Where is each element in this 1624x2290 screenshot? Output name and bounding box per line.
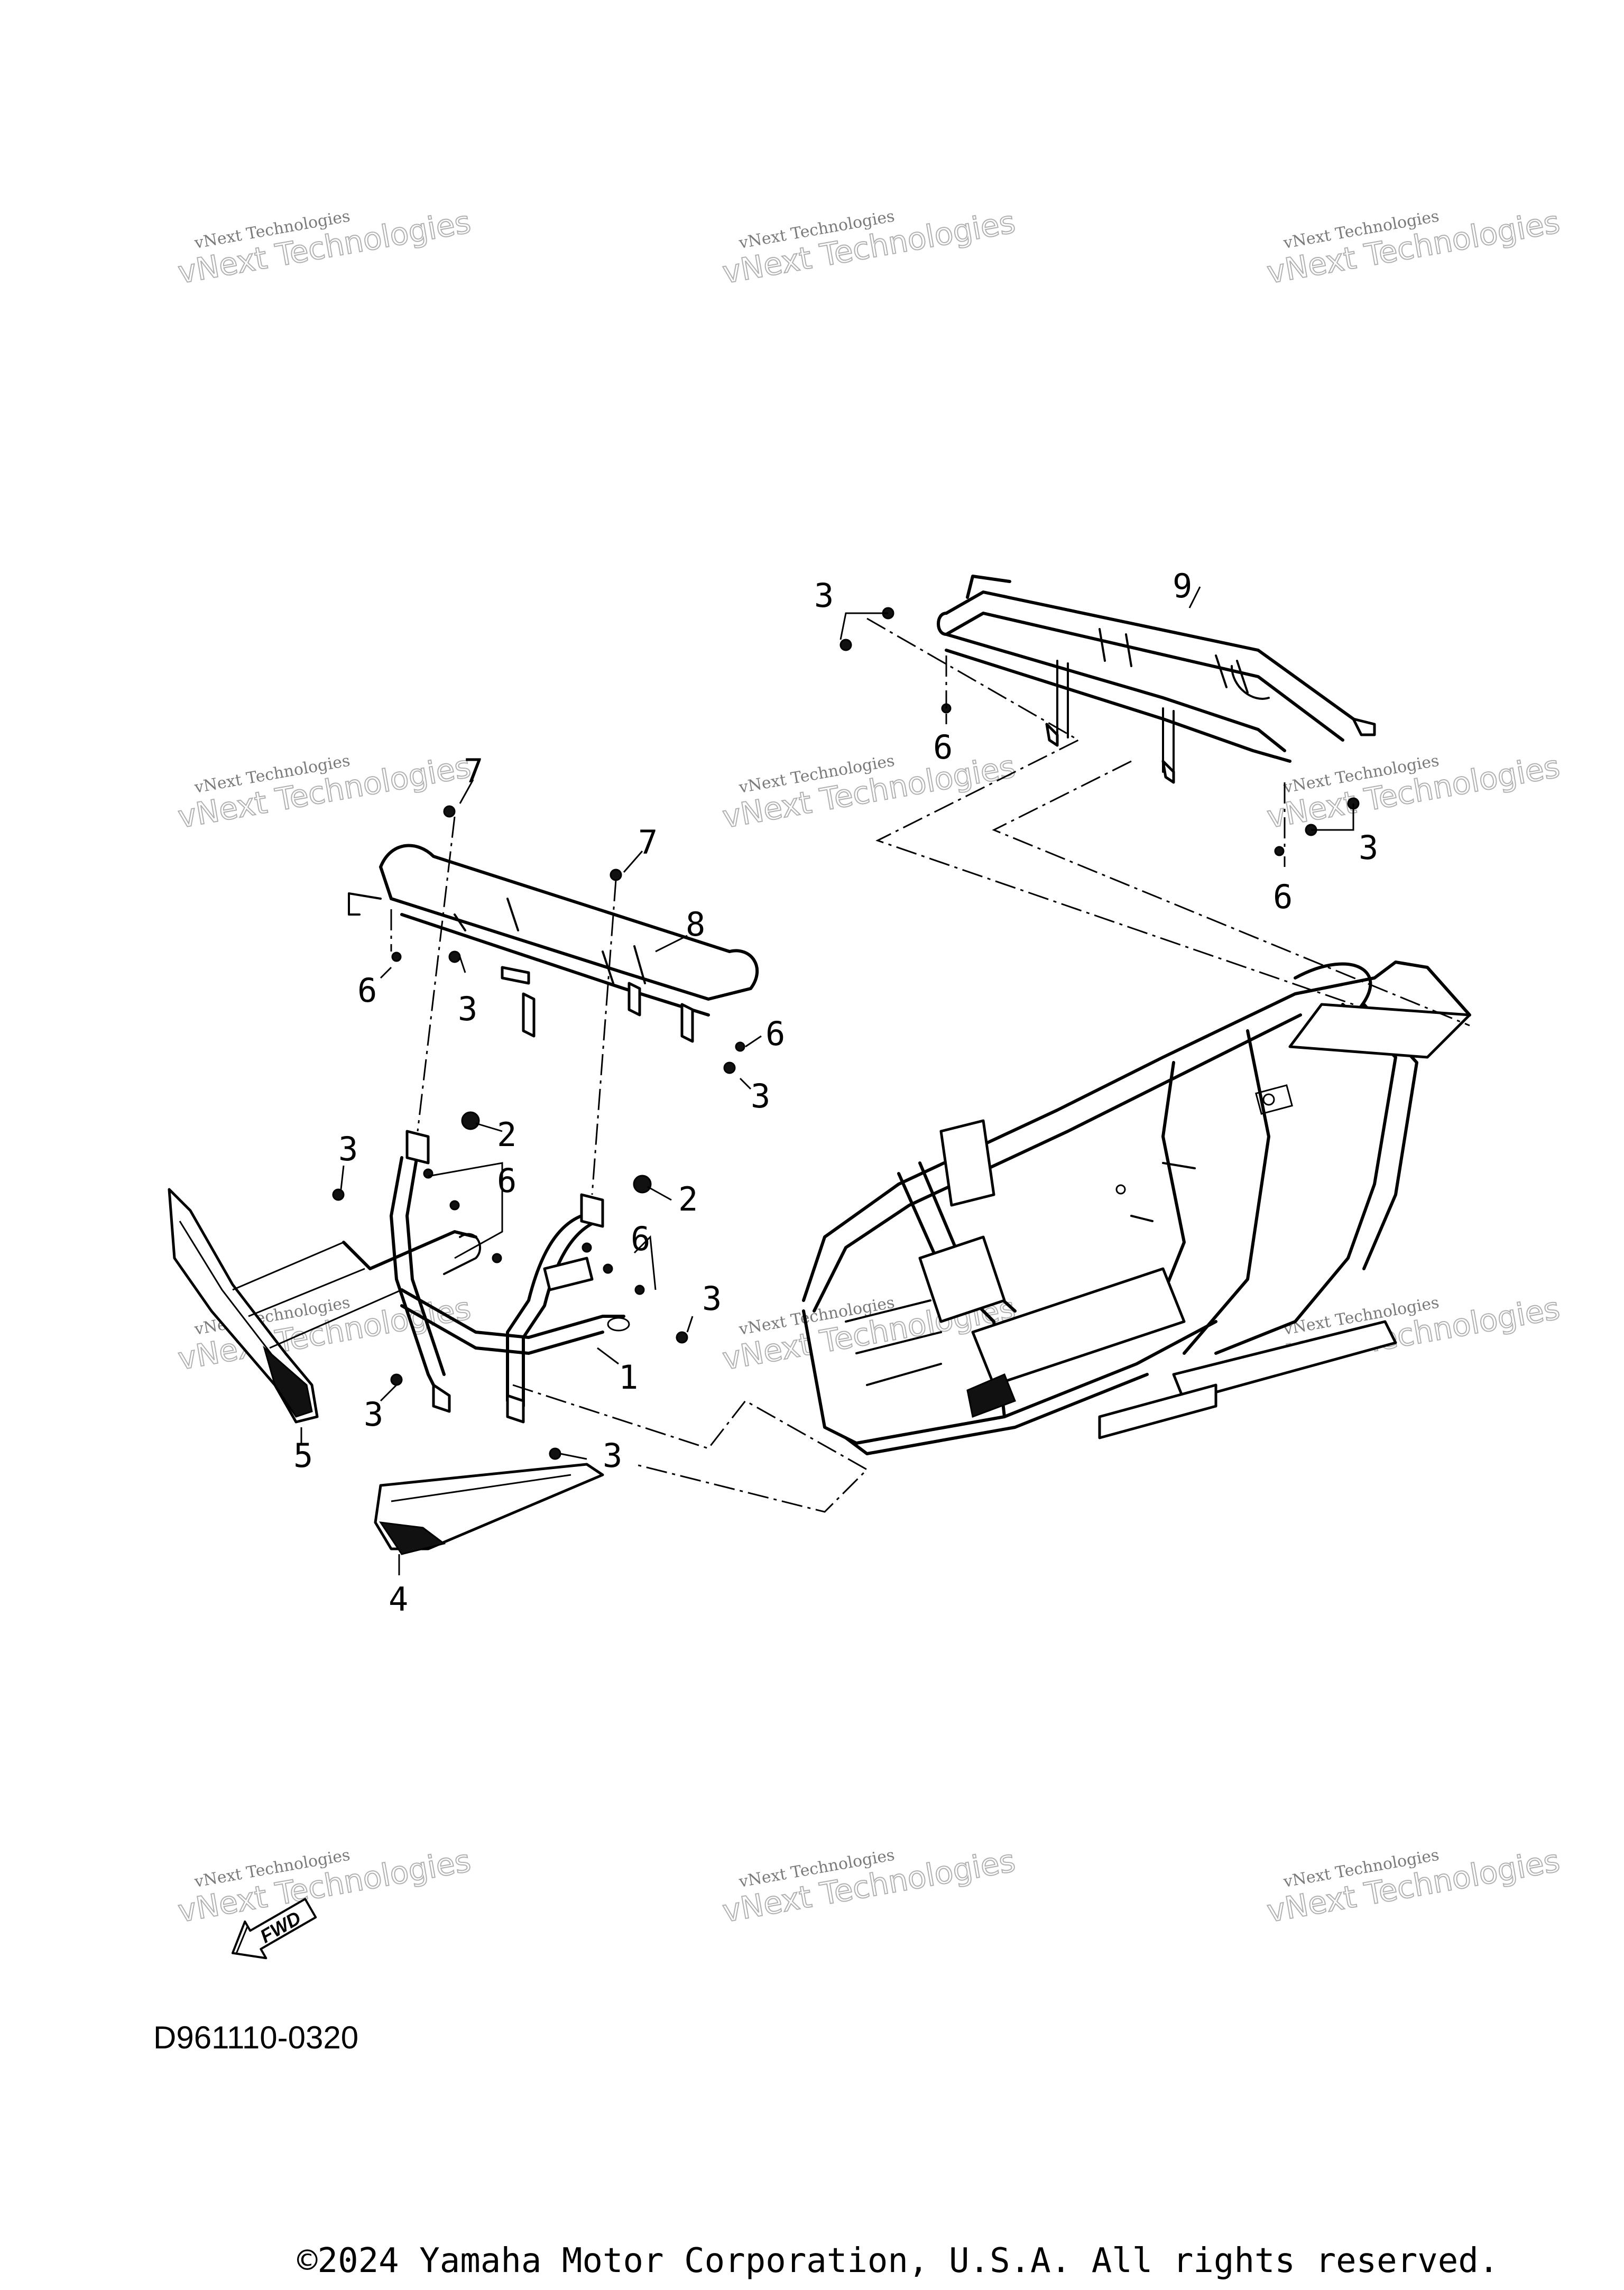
callout-6: 6 (631, 1220, 650, 1258)
callout-2: 2 (497, 1115, 516, 1154)
callout-3: 3 (458, 990, 477, 1028)
callout-7: 7 (638, 823, 658, 862)
front-cover-part-4 (374, 1463, 604, 1555)
callout-3: 3 (702, 1279, 722, 1318)
callout-3: 3 (1359, 828, 1378, 867)
diagram-code: D961110-0320 (153, 2020, 359, 2055)
assembly-lines (232, 617, 1470, 1513)
callout-9: 9 (1173, 567, 1192, 605)
fasteners (332, 607, 1360, 1460)
callout-3: 3 (751, 1077, 770, 1115)
callout-4: 4 (389, 1580, 408, 1619)
callout-3: 3 (603, 1436, 622, 1475)
front-guard-part-1 (342, 1130, 630, 1424)
callout-6: 6 (497, 1161, 516, 1200)
callout-3: 3 (814, 576, 834, 615)
callout-5: 5 (293, 1436, 313, 1475)
callout-8: 8 (686, 905, 705, 944)
callout-labels: 3 9 6 3 6 7 7 8 6 3 6 3 3 2 6 2 6 3 1 3 … (293, 567, 1378, 1619)
callout-2: 2 (678, 1180, 698, 1218)
callout-6: 6 (357, 971, 377, 1010)
callout-7: 7 (464, 752, 483, 790)
callout-3: 3 (338, 1130, 358, 1168)
rear-carrier-part-9 (937, 575, 1376, 784)
callout-6: 6 (933, 728, 953, 767)
watermark-grid: vNext Technologies vNext Technologies vN… (175, 204, 1563, 1930)
side-cover-part-5 (168, 1188, 319, 1424)
callout-6: 6 (765, 1014, 785, 1053)
callout-3: 3 (364, 1395, 383, 1434)
copyright-notice: ©2024 Yamaha Motor Corporation, U.S.A. A… (297, 2241, 1499, 2280)
callout-6: 6 (1273, 878, 1293, 916)
front-carrier-part-8 (348, 844, 759, 1043)
callout-1: 1 (619, 1358, 638, 1397)
main-frame (802, 961, 1471, 1455)
leader-lines (300, 586, 1354, 1575)
